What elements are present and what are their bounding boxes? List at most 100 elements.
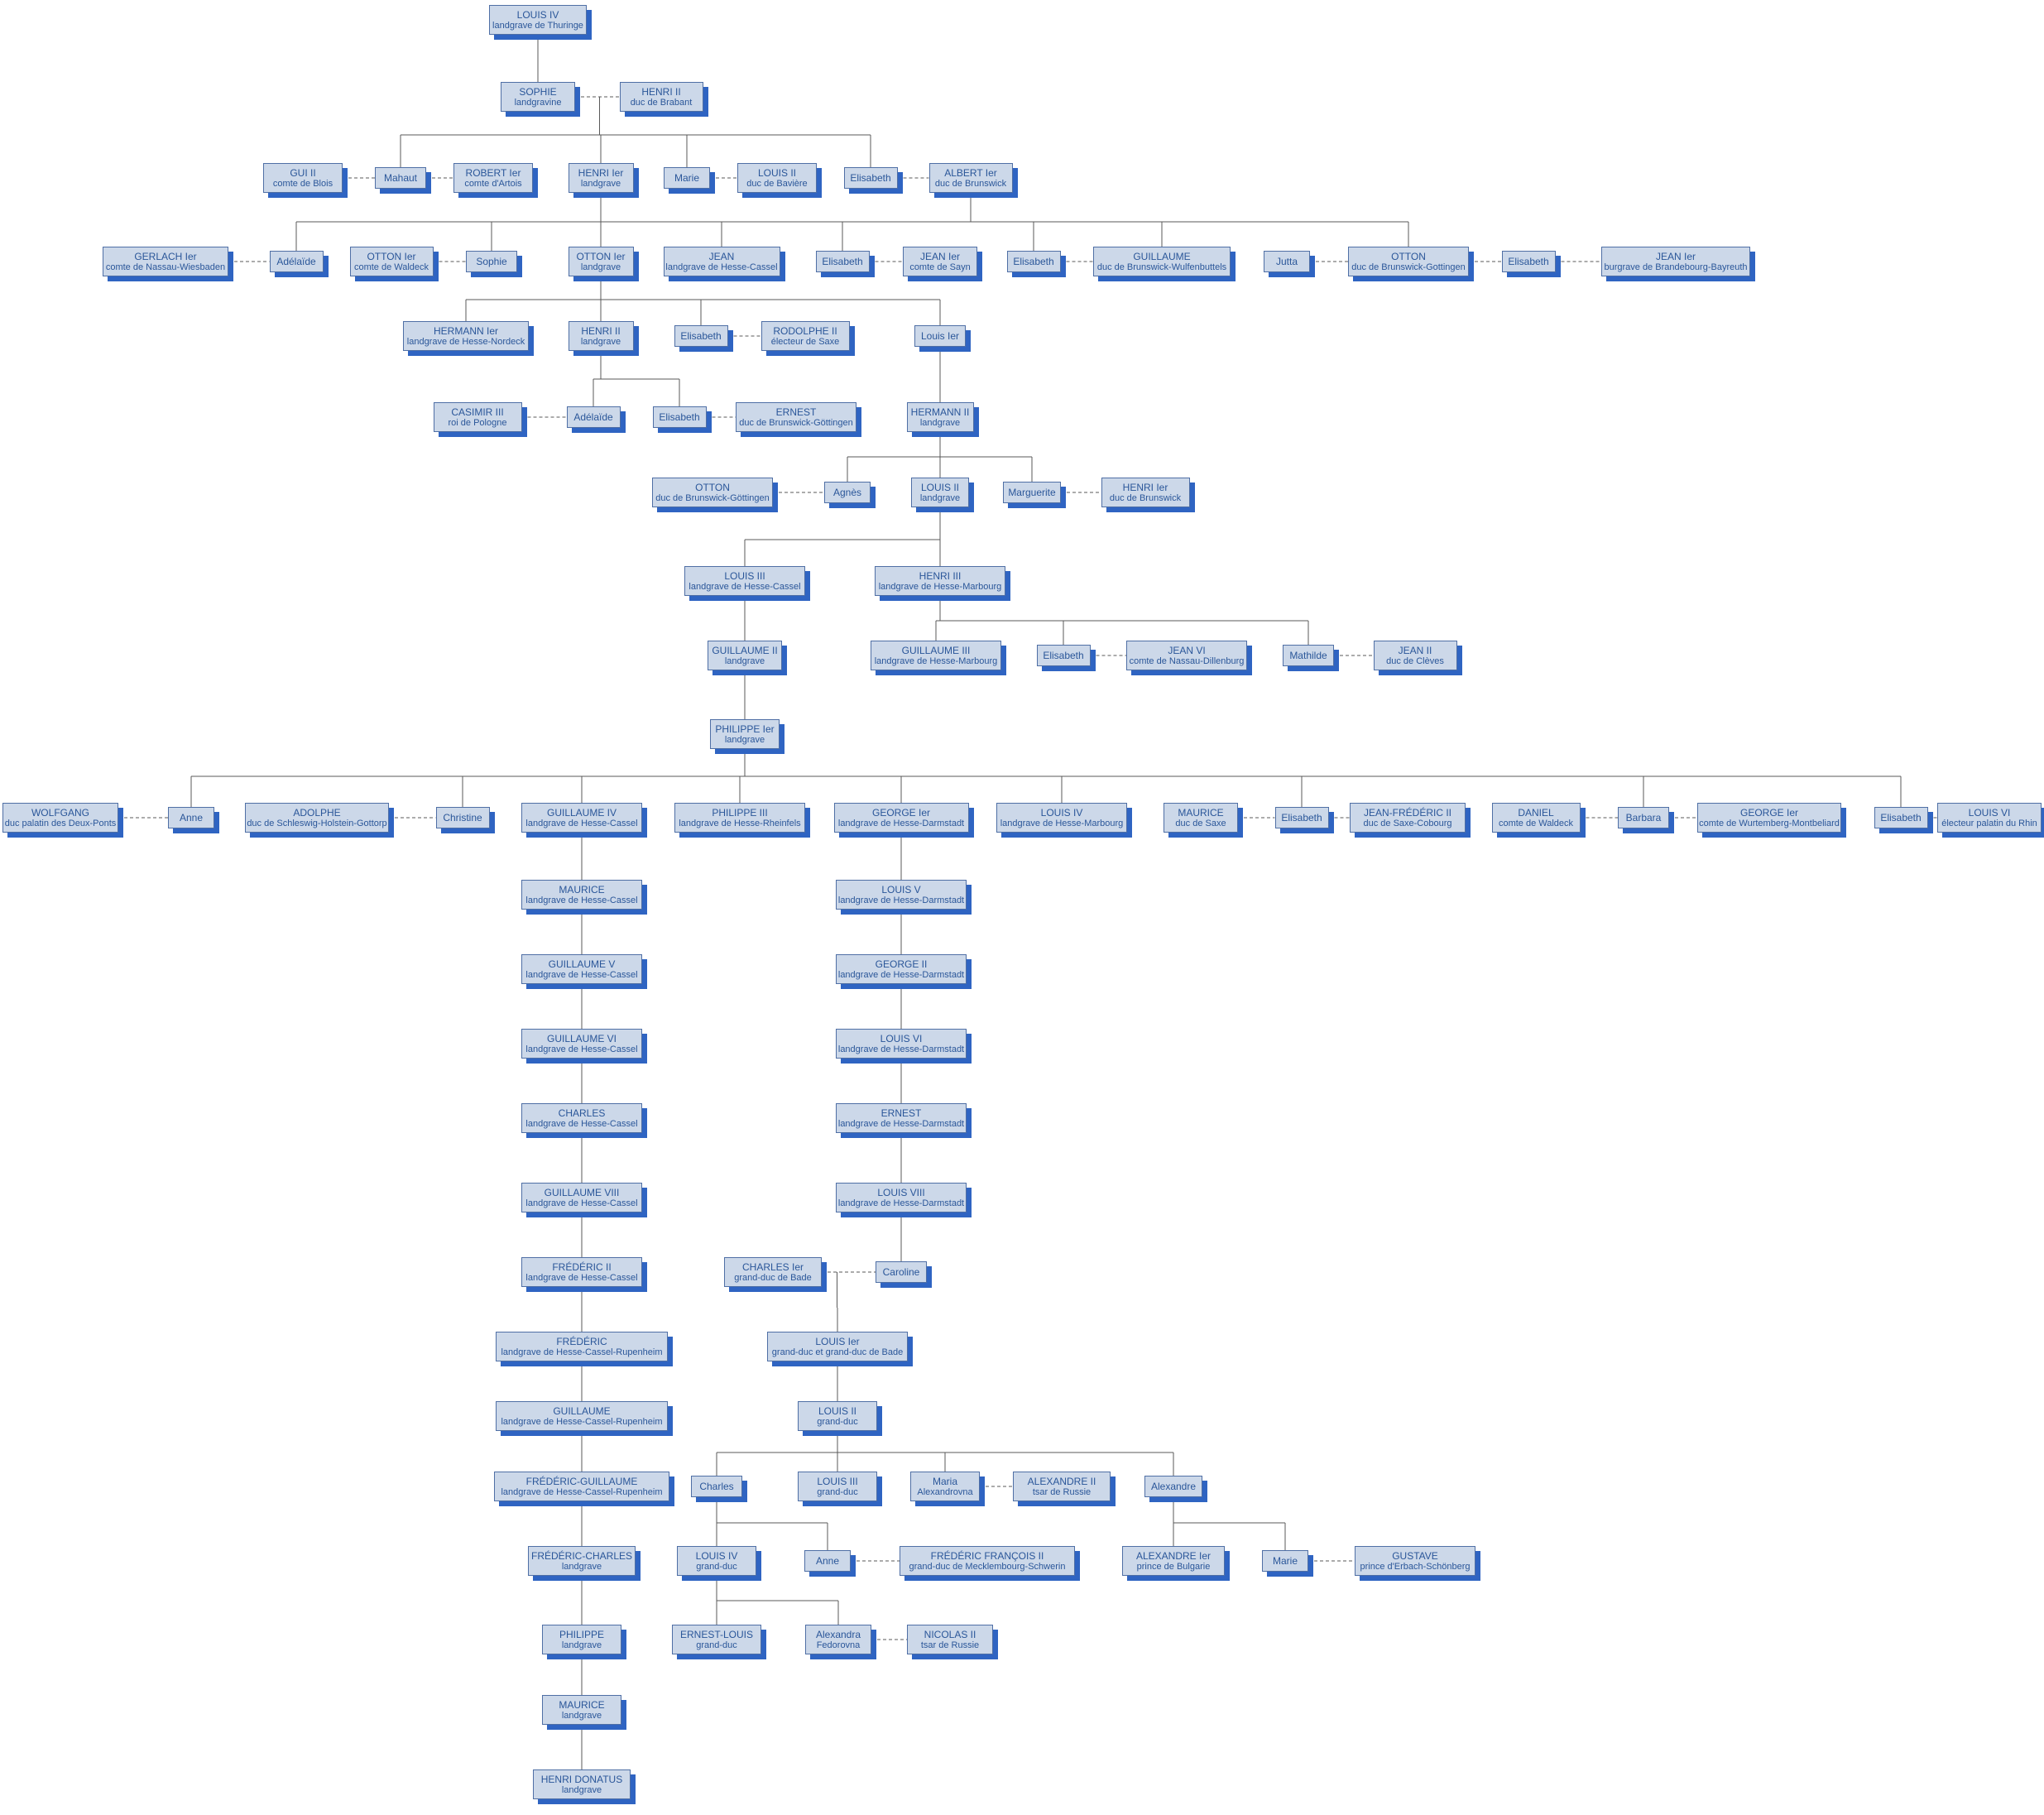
person-node-alexandre-hesse[interactable]: Alexandre xyxy=(1144,1476,1202,1497)
person-node-marguerite[interactable]: Marguerite xyxy=(1003,482,1061,503)
person-node-marie-b[interactable]: Marie xyxy=(1262,1550,1308,1572)
person-node-elisabeth-d[interactable]: Elisabeth xyxy=(1501,251,1556,272)
person-node-elisabeth-b[interactable]: Elisabeth xyxy=(815,251,870,272)
person-node-mathilde[interactable]: Mathilde xyxy=(1283,645,1334,666)
person-node-marie-brabant[interactable]: Marie xyxy=(664,167,710,189)
person-node-elisabeth-f[interactable]: Elisabeth xyxy=(652,406,707,428)
person-node-sophie-b[interactable]: Sophie xyxy=(466,251,517,272)
person-node-barbara[interactable]: Barbara xyxy=(1618,807,1669,828)
person-node-mahaut[interactable]: Mahaut xyxy=(375,167,426,189)
person-node-elisabeth-i[interactable]: Elisabeth xyxy=(1874,807,1928,828)
person-node-elisabeth-g[interactable]: Elisabeth xyxy=(1036,645,1091,666)
person-node-anne-a[interactable]: Anne xyxy=(168,807,214,828)
person-node-charles-hesse-b[interactable]: Charles xyxy=(691,1476,742,1497)
person-node-elisabeth-e[interactable]: Elisabeth xyxy=(674,325,728,347)
person-node-adelaide-a[interactable]: Adélaïde xyxy=(269,251,324,272)
person-node-caroline[interactable]: Caroline xyxy=(876,1261,927,1283)
person-node-elisabeth-h[interactable]: Elisabeth xyxy=(1274,807,1329,828)
person-node-agnes[interactable]: Agnès xyxy=(824,482,871,503)
person-node-anne-b[interactable]: Anne xyxy=(804,1550,851,1572)
person-node-elisabeth-c[interactable]: Elisabeth xyxy=(1006,251,1061,272)
person-node-adelaide-b[interactable]: Adélaïde xyxy=(566,406,621,428)
person-node-louis1hesse[interactable]: Louis Ier xyxy=(914,325,966,347)
person-node-elisabeth-a[interactable]: Elisabeth xyxy=(843,167,898,189)
person-node-jutta[interactable]: Jutta xyxy=(1264,251,1310,272)
person-node-christine[interactable]: Christine xyxy=(435,807,490,828)
